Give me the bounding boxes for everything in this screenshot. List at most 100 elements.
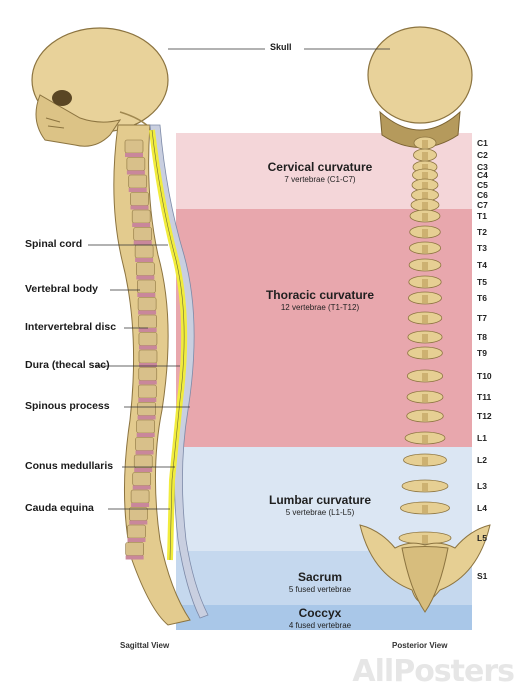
callout-cauda-equina: Cauda equina xyxy=(25,502,94,514)
sacrum-sub: 5 fused vertebrae xyxy=(250,585,390,594)
sagittal-vertebra xyxy=(125,140,143,153)
vertebra-label-t4: T4 xyxy=(477,260,487,270)
vertebra-label-c5: C5 xyxy=(477,180,488,190)
posterior-vertebra xyxy=(411,199,439,211)
sagittal-vertebra xyxy=(138,403,156,416)
sagittal-vertebra xyxy=(136,263,154,276)
vertebra-label-s1: S1 xyxy=(477,571,487,581)
posterior-vertebra xyxy=(408,312,442,324)
vertebra-label-t12: T12 xyxy=(477,411,492,421)
sagittal-vertebra xyxy=(139,368,157,381)
sagittal-disc xyxy=(137,433,155,437)
sagittal-disc xyxy=(137,293,155,297)
thoracic-sub: 12 vertebrae (T1-T12) xyxy=(250,303,390,312)
sagittal-disc xyxy=(127,171,145,175)
callout-skull: Skull xyxy=(270,42,292,52)
vertebra-label-c7: C7 xyxy=(477,200,488,210)
sagittal-disc xyxy=(139,381,157,385)
sagittal-disc xyxy=(133,486,151,490)
coccyx-label: Coccyx 4 fused vertebrae xyxy=(250,606,390,630)
sagittal-disc xyxy=(135,258,153,262)
posterior-vertebra xyxy=(408,331,442,343)
sagittal-disc xyxy=(134,241,152,245)
callout-spinal-cord: Spinal cord xyxy=(25,238,82,250)
thoracic-title: Thoracic curvature xyxy=(250,288,390,302)
vertebra-label-l4: L4 xyxy=(477,503,487,513)
coccyx-sub: 4 fused vertebrae xyxy=(250,621,390,630)
sagittal-disc xyxy=(126,556,144,560)
callout-vertebral-body: Vertebral body xyxy=(25,283,98,295)
vertebra-label-c6: C6 xyxy=(477,190,488,200)
posterior-vertebra xyxy=(409,242,440,254)
sagittal-vertebra xyxy=(132,210,150,223)
sagittal-vertebra xyxy=(136,438,154,451)
posterior-vertebra xyxy=(410,210,440,222)
sagittal-vertebra xyxy=(126,543,144,556)
thoracic-label: Thoracic curvature 12 vertebrae (T1-T12) xyxy=(250,288,390,312)
vertebra-label-t9: T9 xyxy=(477,348,487,358)
sagittal-vertebra xyxy=(138,298,156,311)
vertebra-label-l5: L5 xyxy=(477,533,487,543)
lumbar-label: Lumbar curvature 5 vertebrae (L1-L5) xyxy=(250,493,390,517)
callout-spinous-process: Spinous process xyxy=(25,400,110,412)
sagittal-disc xyxy=(136,276,154,280)
coccyx-title: Coccyx xyxy=(250,606,390,620)
sagittal-disc xyxy=(139,346,157,350)
vertebra-label-t2: T2 xyxy=(477,227,487,237)
sagittal-disc xyxy=(125,153,143,157)
vertebra-label-t11: T11 xyxy=(477,392,491,402)
sagittal-vertebra xyxy=(138,385,156,398)
sagittal-disc xyxy=(138,416,156,420)
sagittal-vertebra xyxy=(134,455,152,468)
caption-posterior: Posterior View xyxy=(392,641,447,650)
sagittal-vertebra xyxy=(129,175,147,188)
vertebra-label-t10: T10 xyxy=(477,371,492,381)
vertebra-label-c2: C2 xyxy=(477,150,488,160)
posterior-vertebra xyxy=(414,137,436,149)
sagittal-vertebra xyxy=(127,158,145,171)
sagittal-vertebra xyxy=(129,508,147,521)
sagittal-disc xyxy=(129,188,147,192)
sagittal-vertebra xyxy=(134,228,152,241)
sagittal-disc xyxy=(129,521,147,525)
sagittal-disc xyxy=(138,398,156,402)
posterior-vertebra xyxy=(401,502,450,514)
vertebra-label-t7: T7 xyxy=(477,313,487,323)
sacrum-label: Sacrum 5 fused vertebrae xyxy=(250,570,390,594)
cervical-label: Cervical curvature 7 vertebrae (C1-C7) xyxy=(250,160,390,184)
posterior-vertebra xyxy=(404,454,447,466)
sagittal-vertebra xyxy=(137,280,155,293)
sacrum-title: Sacrum xyxy=(250,570,390,584)
vertebra-label-t8: T8 xyxy=(477,332,487,342)
posterior-vertebra xyxy=(409,292,442,304)
sagittal-vertebra xyxy=(131,193,149,206)
callout-conus-medullaris: Conus medullaris xyxy=(25,460,113,472)
sagittal-disc xyxy=(134,468,152,472)
posterior-vertebra xyxy=(407,391,443,403)
posterior-vertebra xyxy=(408,347,443,359)
sagittal-vertebra xyxy=(139,333,157,346)
sagittal-vertebra xyxy=(128,525,146,538)
posterior-vertebra xyxy=(402,480,448,492)
vertebra-label-t3: T3 xyxy=(477,243,487,253)
sagittal-disc xyxy=(139,328,157,332)
posterior-skull xyxy=(368,27,472,148)
caption-sagittal: Sagittal View xyxy=(120,641,169,650)
sagittal-disc xyxy=(136,451,154,455)
cervical-title: Cervical curvature xyxy=(250,160,390,174)
sagittal-disc xyxy=(131,503,149,507)
vertebra-label-t1: T1 xyxy=(477,211,487,221)
sagittal-vertebra xyxy=(137,420,155,433)
posterior-vertebra xyxy=(409,276,441,288)
sagittal-disc xyxy=(132,223,150,227)
vertebra-label-l1: L1 xyxy=(477,433,487,443)
posterior-vertebra xyxy=(407,370,442,382)
vertebra-label-c1: C1 xyxy=(477,138,488,148)
vertebra-label-t5: T5 xyxy=(477,277,487,287)
posterior-vertebra xyxy=(399,532,451,544)
posterior-vertebra xyxy=(407,410,444,422)
lumbar-title: Lumbar curvature xyxy=(250,493,390,507)
sagittal-disc xyxy=(131,206,149,210)
vertebra-label-l3: L3 xyxy=(477,481,487,491)
callout-dura: Dura (thecal sac) xyxy=(25,359,110,371)
